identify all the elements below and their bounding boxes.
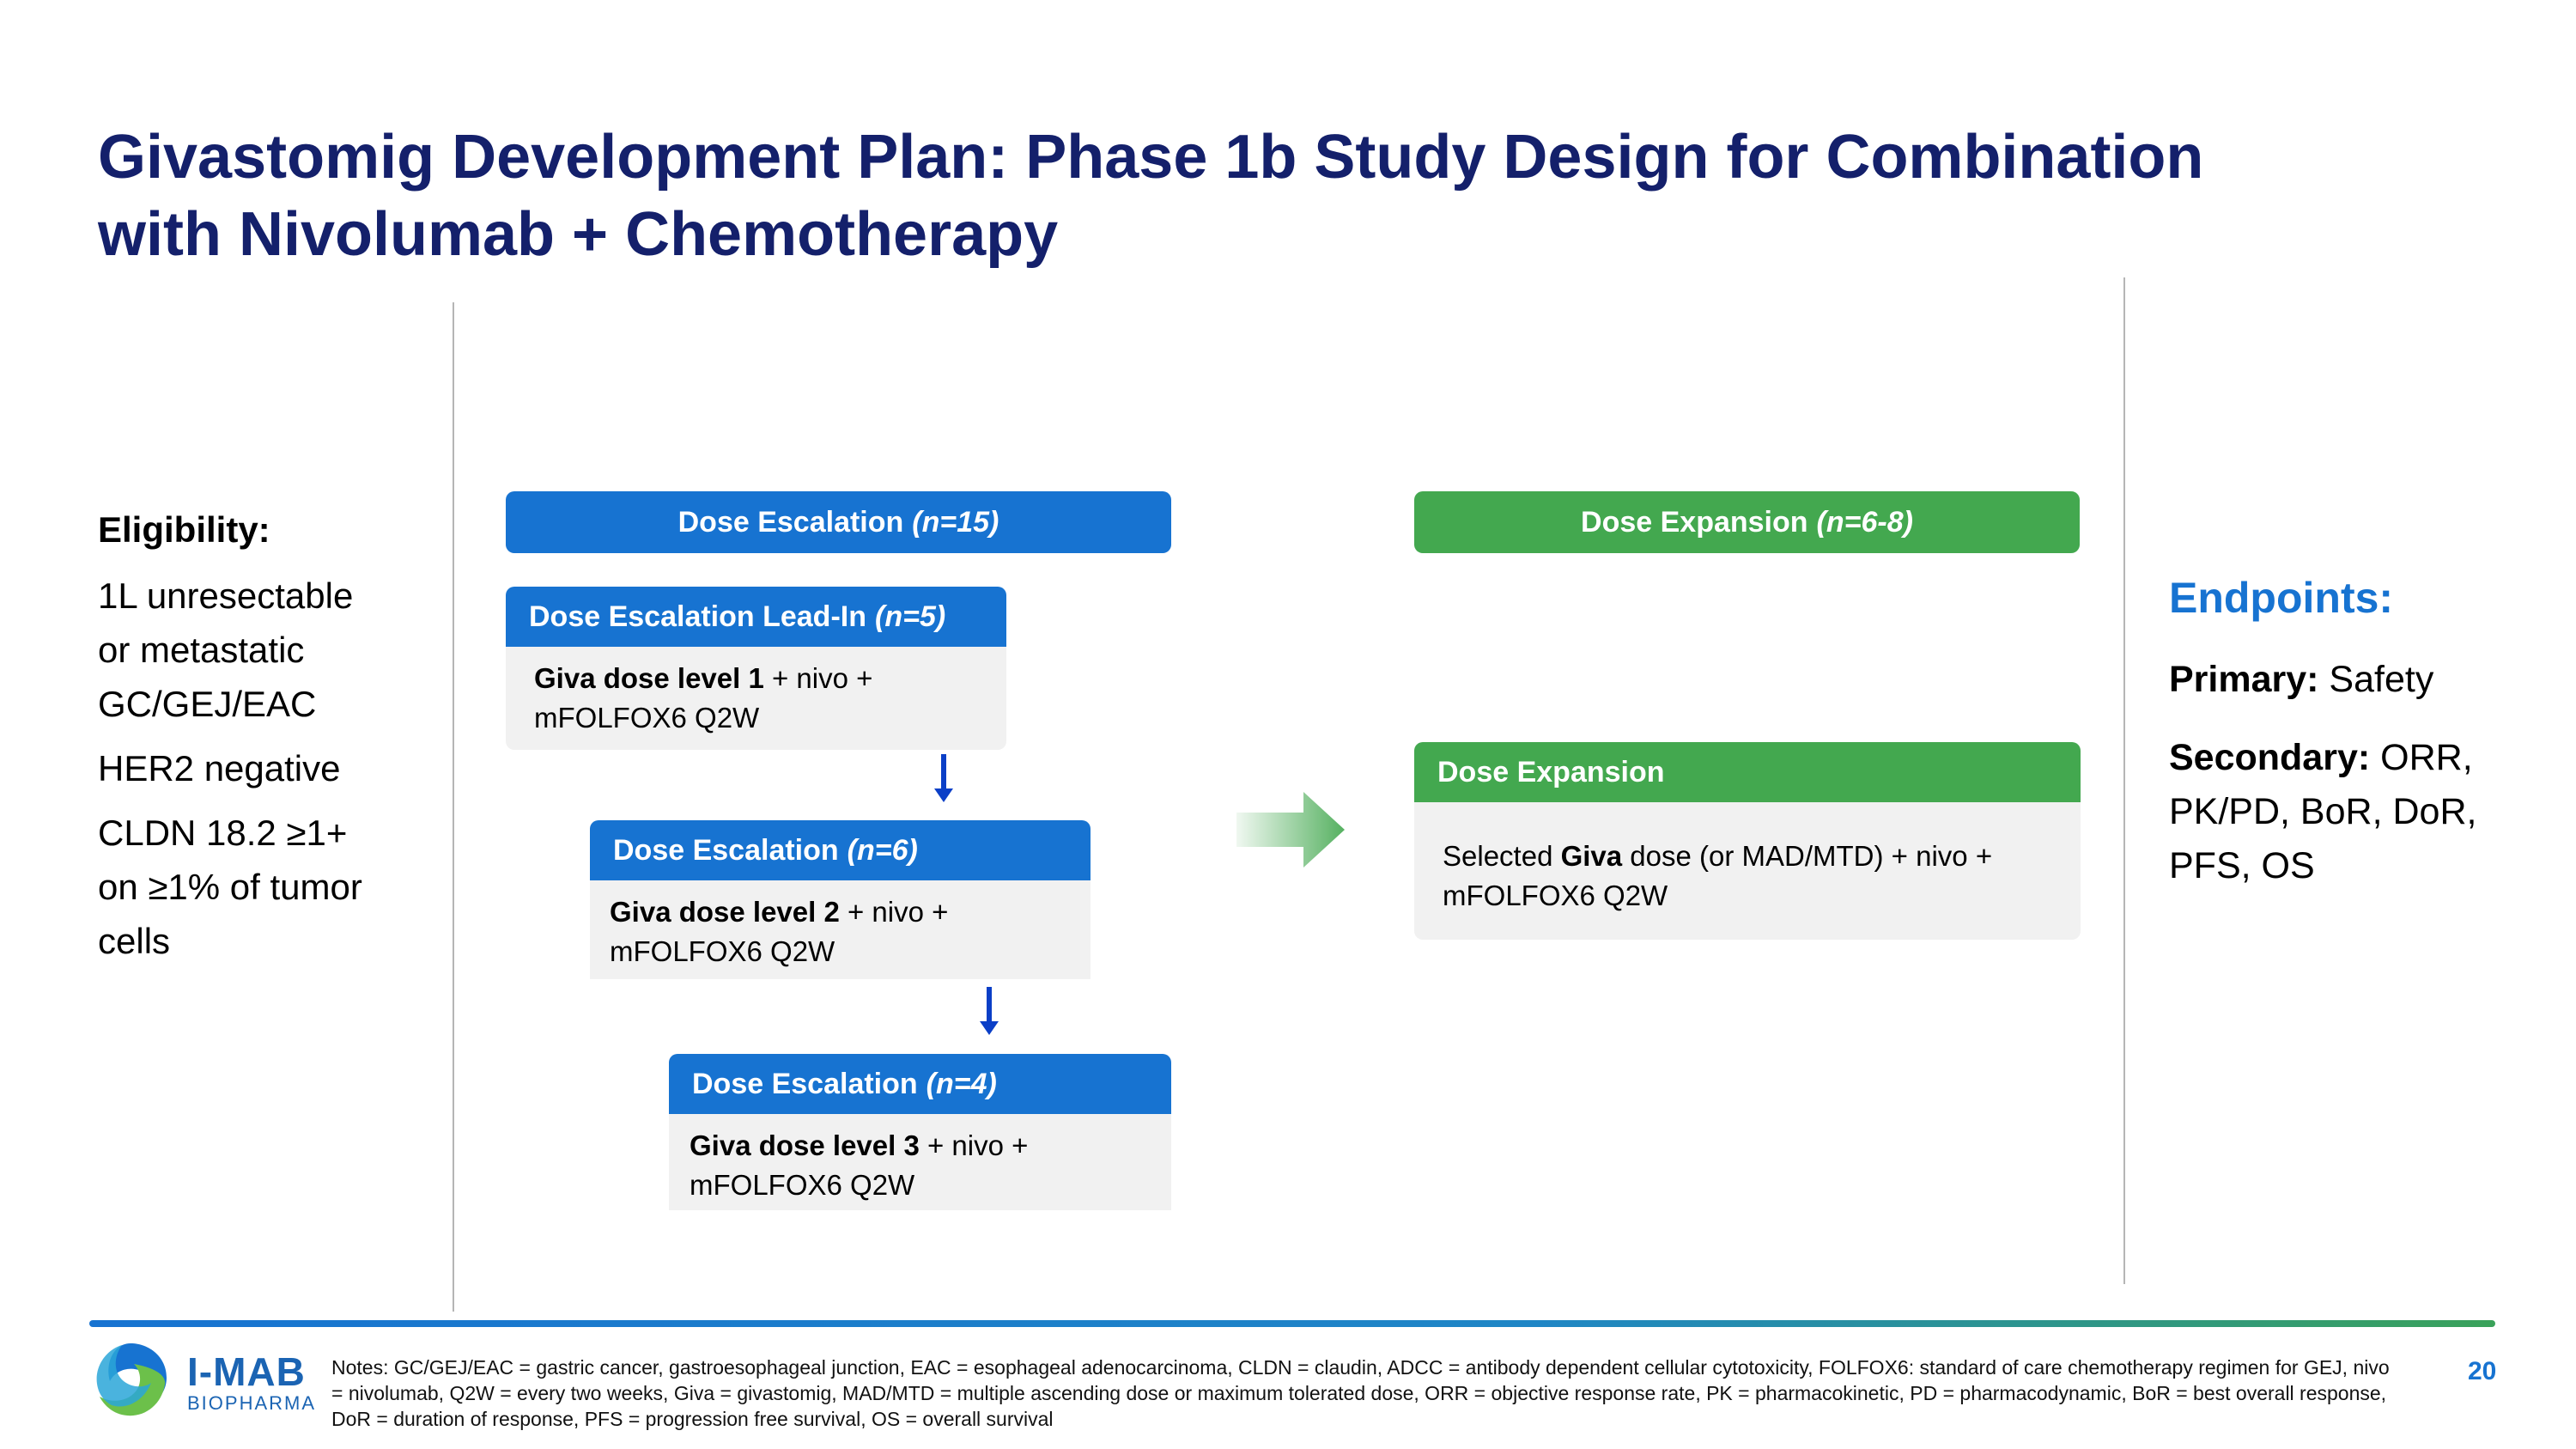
combo-text: + nivo + [763, 662, 873, 694]
dose-expansion-bar: Dose Expansion (n=6-8) [1414, 491, 2080, 553]
card-expansion: Dose Expansion Selected Giva dose (or MA… [1414, 742, 2081, 940]
primary-label: Primary: [2169, 659, 2319, 700]
dose-level-text: Giva dose level 3 [690, 1129, 920, 1161]
card-escalation-3-header: Dose Escalation (n=4) [669, 1054, 1171, 1114]
card-escalation-3-title: Dose Escalation [692, 1067, 918, 1100]
left-divider [453, 302, 454, 1312]
selected-text: Selected [1443, 840, 1561, 872]
company-logo: I-MAB BIOPHARMA [187, 1351, 316, 1415]
logo-subtitle: BIOPHARMA [187, 1392, 317, 1414]
endpoints-panel: Endpoints: Primary: Safety Secondary: OR… [2169, 571, 2547, 917]
card-expansion-title: Dose Expansion [1437, 755, 1665, 788]
secondary-endpoint: Secondary: ORR, PK/PD, BoR, DoR, PFS, OS [2169, 731, 2512, 893]
dose-escalation-bar-n: (n=15) [912, 505, 999, 539]
page-number: 20 [2468, 1357, 2497, 1385]
card-escalation-2: Dose Escalation (n=6) Giva dose level 2 … [590, 820, 1091, 979]
primary-endpoint: Primary: Safety [2169, 653, 2547, 707]
card-lead-in-n: (n=5) [875, 600, 946, 633]
dose-level-text: Giva dose level 1 [534, 662, 764, 694]
card-escalation-2-header: Dose Escalation (n=6) [590, 820, 1091, 880]
dose-expansion-bar-label: Dose Expansion [1581, 505, 1808, 539]
card-escalation-3: Dose Escalation (n=4) Giva dose level 3 … [669, 1054, 1171, 1210]
combo-text: dose (or MAD/MTD) + nivo + [1622, 840, 1993, 872]
combo-text: + nivo + [919, 1129, 1029, 1161]
arrow-down-icon [934, 754, 953, 802]
card-escalation-2-body: Giva dose level 2 + nivo + mFOLFOX6 Q2W [590, 880, 1091, 979]
secondary-value: ORR, PK/PD, BoR, DoR, PFS, OS [2169, 737, 2477, 886]
primary-value: Safety [2318, 659, 2434, 700]
logo-name: I-MAB [187, 1349, 306, 1394]
card-lead-in-title: Dose Escalation Lead-In [529, 600, 866, 633]
dose-level-text: Giva dose level 2 [610, 896, 840, 928]
card-expansion-header: Dose Expansion [1414, 742, 2081, 802]
page-title: Givastomig Development Plan: Phase 1b St… [98, 119, 2416, 273]
regimen-text: mFOLFOX6 Q2W [690, 1169, 915, 1201]
card-escalation-2-n: (n=6) [847, 833, 918, 867]
eligibility-heading: Eligibility: [98, 509, 270, 550]
combo-text: + nivo + [839, 896, 949, 928]
dose-escalation-bar-label: Dose Escalation [677, 505, 904, 539]
footer-divider [89, 1320, 2495, 1327]
card-escalation-2-title: Dose Escalation [613, 833, 839, 867]
footnotes: Notes: GC/GEJ/EAC = gastric cancer, gast… [331, 1356, 2390, 1430]
secondary-label: Secondary: [2169, 737, 2371, 778]
card-lead-in: Dose Escalation Lead-In (n=5) Giva dose … [506, 587, 1006, 750]
eligibility-item: 1L unresectable or metastatic GC/GEJ/EAC [98, 575, 354, 724]
card-lead-in-body: Giva dose level 1 + nivo + mFOLFOX6 Q2W [506, 647, 1006, 750]
giva-text: Giva [1560, 840, 1623, 872]
regimen-text: mFOLFOX6 Q2W [534, 702, 760, 734]
endpoints-heading: Endpoints: [2169, 574, 2394, 622]
right-divider [2123, 277, 2125, 1284]
dose-escalation-bar: Dose Escalation (n=15) [506, 491, 1171, 553]
company-logo-icon [96, 1343, 167, 1416]
card-escalation-3-n: (n=4) [926, 1067, 997, 1100]
title-line-1: Givastomig Development Plan: Phase 1b St… [98, 123, 2204, 192]
card-escalation-3-body: Giva dose level 3 + nivo + mFOLFOX6 Q2W [669, 1114, 1171, 1210]
regimen-text: mFOLFOX6 Q2W [610, 935, 835, 967]
title-line-2: with Nivolumab + Chemotherapy [98, 200, 1059, 269]
card-expansion-body: Selected Giva dose (or MAD/MTD) + nivo +… [1414, 802, 2081, 940]
right-arrow-icon [1236, 792, 1345, 868]
eligibility-panel: Eligibility: 1L unresectable or metastat… [98, 502, 441, 978]
card-lead-in-header: Dose Escalation Lead-In (n=5) [506, 587, 1006, 647]
arrow-down-icon [980, 987, 999, 1035]
regimen-text: mFOLFOX6 Q2W [1443, 880, 1668, 911]
eligibility-item: HER2 negative [98, 748, 341, 788]
eligibility-item: CLDN 18.2 ≥1+ on ≥1% of tumor cells [98, 813, 362, 961]
dose-expansion-bar-n: (n=6-8) [1816, 505, 1913, 539]
